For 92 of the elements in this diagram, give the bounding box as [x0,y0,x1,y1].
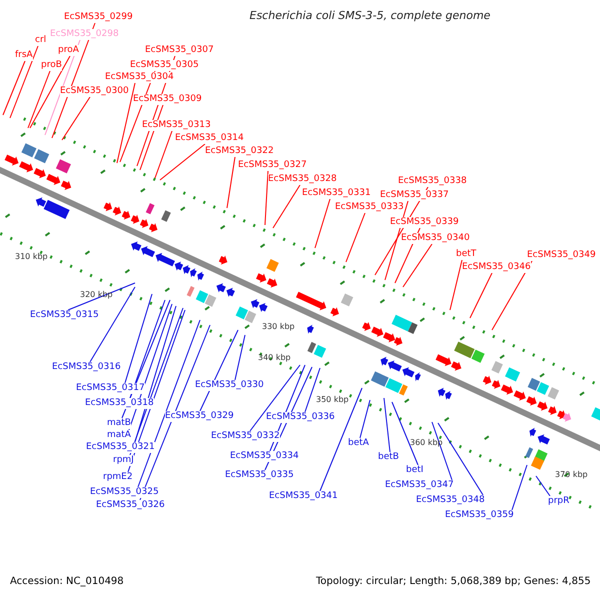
footer-text: Topology: circular; Length: 5,068,389 bp; Genes: 4,855 [316,576,591,587]
leader-line [140,324,210,500]
gene-label: EcSMS35_0347 [385,480,454,491]
gene-label: EcSMS35_0336 [266,412,335,423]
gene-label: EcSMS35_0335 [225,470,294,481]
leader-line [134,306,176,442]
gene-label: EcSMS35_0314 [175,133,244,144]
leader-line [272,184,300,228]
gene-label: EcSMS35_0298 [50,29,119,40]
gene-label: EcSMS35_0309 [133,94,202,105]
scale-label: 330 kbp [262,322,295,332]
gene-label: EcSMS35_0330 [195,380,264,391]
gene-label: EcSMS35_0328 [268,174,337,185]
leader-line [320,388,362,492]
leader-line [492,260,532,330]
gene-label: EcSMS35_0333 [335,202,404,213]
leader-line [130,300,166,398]
leader-line [116,82,136,164]
leader-line [536,476,550,496]
gene-label: EcSMS35_0329 [165,411,234,422]
leader-line [438,422,484,496]
gene-label: EcSMS35_0318 [85,398,154,409]
scale-label: 310 kbp [15,252,48,262]
scale-label: 340 kbp [258,353,291,363]
gene-label: EcSMS35_0300 [60,86,129,97]
gene-label: EcSMS35_0331 [302,188,371,199]
leader-line [30,56,70,128]
gene-label: EcSMS35_0304 [105,72,174,83]
leader-line [68,282,136,310]
leader-line [392,402,418,466]
gene-label: prpR [548,496,570,507]
footer-text: Accession: NC_010498 [10,576,124,587]
leader-line [432,422,452,480]
gene-label: EcSMS35_0338 [398,176,467,187]
gene-label: EcSMS35_0348 [416,495,485,506]
gene-label: rpmJ [113,455,134,466]
leader-line [226,156,236,208]
leader-line [360,400,370,438]
gene-label: crl [35,35,46,46]
gene-label: EcSMS35_0337 [380,190,449,201]
leader-line [402,244,432,288]
gene-label: EcSMS35_0313 [142,120,211,131]
leader-line [512,464,528,510]
gene-label: EcSMS35_0322 [205,146,274,157]
leader-line [130,308,184,456]
leader-line [28,70,50,128]
leader-line [154,130,172,178]
gene-label: EcSMS35_0326 [96,500,165,511]
leader-line [346,212,366,262]
leader-line [200,330,238,412]
leader-line [470,272,492,318]
gene-label: EcSMS35_0315 [30,310,99,321]
leader-line [138,320,200,488]
gene-label: EcSMS35_0327 [238,160,307,171]
gene-label: matB [107,418,131,429]
gene-label: EcSMS35_0325 [90,487,159,498]
gene-label: EcSMS35_0346 [462,262,531,273]
leader-line [384,200,408,280]
gene-label: EcSMS35_0334 [230,451,299,462]
gene-label: EcSMS35_0349 [527,250,596,261]
leader-line [250,364,300,432]
gene-label: EcSMS35_0316 [52,362,121,373]
leader-line [450,260,462,310]
gene-label: EcSMS35_0305 [130,60,199,71]
gene-label: EcSMS35_0339 [390,217,459,228]
gene-label: EcSMS35_0341 [269,491,338,502]
leader-line [234,334,246,380]
gene-label: EcSMS35_0307 [145,45,214,56]
scale-label: 350 kbp [316,395,349,405]
gene-label: proA [58,45,79,56]
leader-line [314,198,330,248]
gene-label: betT [456,249,476,260]
gene-label: EcSMS35_0321 [86,442,155,453]
leader-line [264,170,268,226]
leader-line [124,294,152,384]
gene-label: EcSMS35_0299 [64,12,133,23]
gene-label: EcSMS35_0317 [76,383,145,394]
diagram-title: Escherichia coli SMS-3-5, complete genome [250,10,490,21]
leader-line [62,96,90,140]
leader-line [384,398,390,452]
gene-label: rpmE2 [103,472,133,483]
leader-line [90,286,136,362]
gene-label: EcSMS35_0359 [445,510,514,521]
gene-label: proB [41,60,62,71]
leader-line [44,40,80,136]
gene-label: EcSMS35_0332 [211,431,280,442]
leader-line [2,60,26,116]
leader-line [160,144,206,180]
leader-line [304,368,320,412]
gene-label: EcSMS35_0340 [401,233,470,244]
gene-label: frsA [15,50,33,61]
leader-line [10,46,38,118]
